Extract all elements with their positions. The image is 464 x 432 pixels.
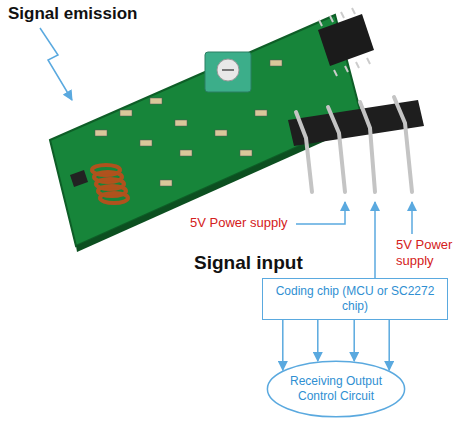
node-text: Receiving Output Control Circuit [282,374,390,404]
signal-arrow [353,320,355,361]
signal-leader [374,202,376,278]
emission-label: Signal emission [8,4,137,24]
node-text: Coding chip (MCU or SC2272 chip) [269,284,441,314]
output-circuit-ellipse: Receiving Output Control Circuit [266,360,406,418]
power-label: 5V Power supply [396,237,460,268]
trimmer-pot [205,52,251,92]
transistor [70,170,88,187]
trimmer-knob [217,59,239,81]
emission-arrow [40,28,72,100]
coil [92,165,128,203]
power-leader-right [411,202,413,234]
power-leader-left [296,202,345,224]
smd-components [95,60,282,186]
coding-chip-box: Coding chip (MCU or SC2272 chip) [262,278,448,320]
ic-chip [318,14,374,66]
power-label: 5V Power supply [190,215,288,231]
signal-arrow [388,320,390,370]
signal-label: Signal input [194,252,303,274]
ic-legs [319,8,370,76]
trimmer-slot [222,69,234,71]
signal-arrow [317,320,319,361]
signal-arrow [282,320,284,370]
header-pins [296,97,412,192]
